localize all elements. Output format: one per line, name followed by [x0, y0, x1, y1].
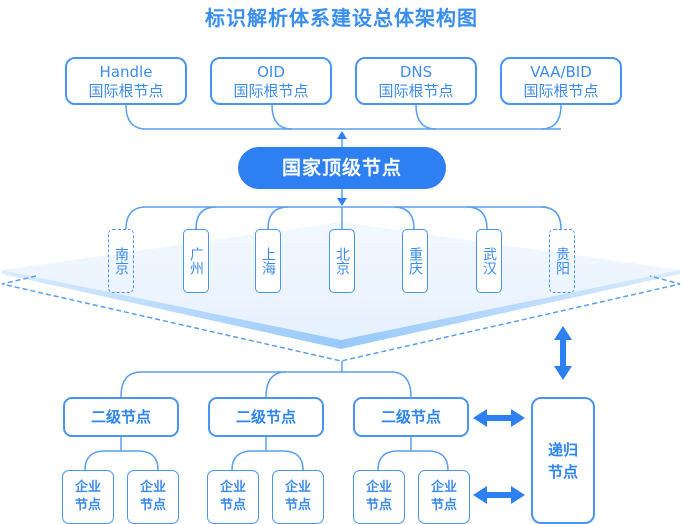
- city-node-guangzhou: 广州: [183, 229, 209, 293]
- city-node-wuhan: 武汉: [476, 229, 502, 293]
- enterprise-node-line1: 企业: [219, 480, 246, 495]
- city-node-guiyang: 贵阳: [549, 229, 575, 293]
- enterprise-node: 企业 节点: [127, 470, 179, 524]
- city-node-nanjing: 南京: [108, 229, 134, 293]
- root-node-oid: OID 国际根节点: [210, 57, 332, 105]
- arrow-up-icon: [337, 131, 347, 139]
- root-node-name: OID: [257, 63, 285, 81]
- root-node-label: 国际根节点: [88, 82, 164, 100]
- enterprise-node-line1: 企业: [74, 480, 101, 495]
- city-node-chongqing: 重庆: [402, 229, 428, 293]
- enterprise-node-line1: 企业: [365, 480, 392, 495]
- recursive-node-line1: 递归: [547, 440, 578, 459]
- recursive-node-line2: 节点: [547, 462, 578, 481]
- enterprise-node: 企业 节点: [353, 470, 405, 524]
- enterprise-node-line1: 企业: [139, 480, 166, 495]
- root-node-label: 国际根节点: [378, 82, 454, 100]
- root-node-vaa-bid: VAA/BID 国际根节点: [500, 57, 622, 105]
- enterprise-node-line1: 企业: [284, 480, 311, 495]
- second-level-node: 二级节点: [208, 397, 324, 437]
- root-node-handle: Handle 国际根节点: [65, 57, 187, 105]
- enterprise-node: 企业 节点: [418, 470, 470, 524]
- root-node-name: VAA/BID: [530, 63, 592, 81]
- plane-dashed-outline: [1, 275, 681, 362]
- root-node-name: Handle: [99, 63, 153, 81]
- enterprise-node-line2: 节点: [219, 498, 246, 513]
- enterprise-node: 企业 节点: [272, 470, 324, 524]
- root-node-name: DNS: [399, 63, 433, 81]
- arrow-down-icon: [337, 198, 347, 206]
- double-arrow-horizontal-icon: [473, 486, 525, 504]
- enterprise-node-line2: 节点: [365, 498, 392, 513]
- second-level-node: 二级节点: [353, 397, 469, 437]
- national-top-node: 国家顶级节点: [238, 147, 446, 189]
- diagram-title: 标识解析体系建设总体架构图: [205, 6, 478, 30]
- root-node-dns: DNS 国际根节点: [355, 57, 477, 105]
- enterprise-node-line1: 企业: [430, 480, 457, 495]
- enterprise-node-line2: 节点: [284, 498, 311, 513]
- enterprise-node-line2: 节点: [430, 498, 457, 513]
- enterprise-node: 企业 节点: [62, 470, 114, 524]
- city-node-shanghai: 上海: [255, 229, 281, 293]
- root-node-label: 国际根节点: [523, 82, 599, 100]
- double-arrow-horizontal-icon: [473, 409, 525, 427]
- city-node-beijing: 北京: [329, 229, 355, 293]
- enterprise-node-line2: 节点: [139, 498, 166, 513]
- recursive-node: 递归 节点: [531, 397, 595, 524]
- enterprise-node: 企业 节点: [207, 470, 259, 524]
- second-level-node: 二级节点: [63, 397, 179, 437]
- root-node-label: 国际根节点: [233, 82, 309, 100]
- double-arrow-vertical-icon: [554, 326, 572, 380]
- enterprise-node-line2: 节点: [74, 498, 101, 513]
